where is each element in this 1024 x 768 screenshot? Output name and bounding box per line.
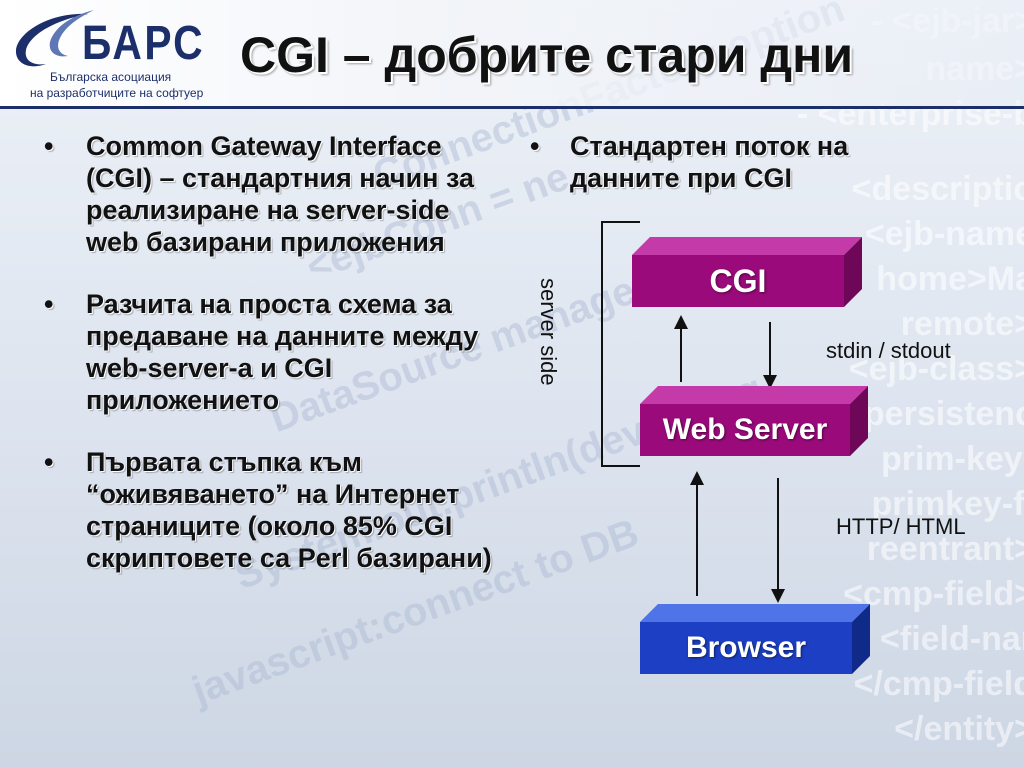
- bullet-icon: •: [44, 447, 54, 477]
- webserver-box-3d-icon: [640, 386, 868, 456]
- browser-box-label: Browser: [685, 631, 807, 664]
- bullet-text: Първата стъпка към “оживяването” на Инте…: [86, 447, 492, 573]
- http-html-label: HTTP/ HTML: [836, 514, 966, 539]
- browser-box-3d-icon: [640, 604, 870, 674]
- bullet-item: • Първата стъпка към “оживяването” на Ин…: [38, 446, 508, 574]
- bullet-text: Common Gateway Interface (CGI) – стандар…: [86, 131, 475, 257]
- webserver-box: Web Server: [640, 386, 868, 456]
- bullet-item: • Common Gateway Interface (CGI) – станд…: [38, 130, 508, 258]
- cgi-box-label: CGI: [709, 262, 767, 299]
- right-bullet-item: • Стандартен поток на данните при CGI: [530, 130, 950, 194]
- slide-title: CGI – добрите стари дни: [240, 27, 854, 83]
- bars-logo: БАРС Българска асоциация на разработчици…: [10, 6, 205, 102]
- stdin-stdout-label: stdin / stdout: [826, 338, 951, 363]
- bullet-icon: •: [530, 131, 540, 161]
- bullet-item: • Разчита на проста схема за предаване н…: [38, 288, 508, 416]
- server-side-label: server side: [536, 278, 561, 386]
- bullet-icon: •: [44, 289, 54, 319]
- server-side-bracket: [601, 221, 640, 467]
- swoosh-logo-icon: [15, 10, 94, 67]
- browser-box: Browser: [640, 604, 870, 674]
- logo-subtitle-line2: на разработчиците на софтуер: [30, 86, 204, 100]
- cgi-box-3d-icon: [632, 237, 862, 307]
- left-bullet-list: • Common Gateway Interface (CGI) – станд…: [38, 130, 508, 604]
- cgi-box: CGI: [632, 237, 862, 307]
- header-divider: [0, 106, 1024, 109]
- bullet-text: Стандартен поток на данните при CGI: [570, 131, 849, 193]
- logo-wordmark: БАРС: [82, 17, 206, 70]
- bullet-text: Разчита на проста схема за предаване на …: [86, 289, 479, 415]
- logo-subtitle-line1: Българска асоциация: [50, 70, 172, 84]
- webserver-box-label: Web Server: [662, 413, 828, 446]
- slide-header: [0, 0, 1024, 108]
- bullet-icon: •: [44, 131, 54, 161]
